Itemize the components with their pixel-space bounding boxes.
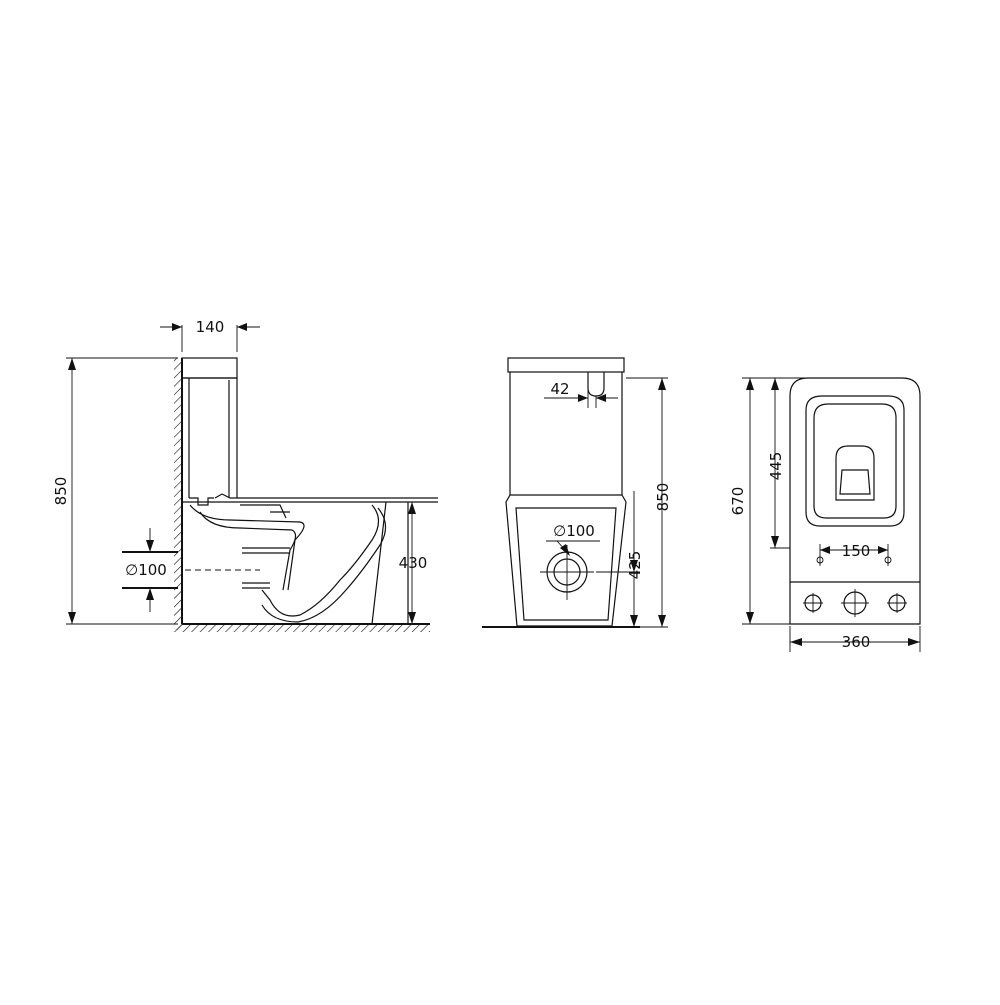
bowl-profile [182,497,438,625]
dim-front-height-label: 850 [654,483,672,512]
floor-hatch [174,624,430,632]
dim-tank-depth: 140 [160,318,260,352]
wall-hatch [174,358,182,630]
dim-seat-height: 430 [399,502,428,624]
cistern-profile [181,357,238,506]
dim-front-outlet: ∅100 [546,522,600,556]
top-outline [789,377,921,625]
dim-side-outlet: ∅100 [122,528,178,612]
dim-side-height: 850 [52,357,178,625]
dim-front-outlet-height: 425 [596,491,644,627]
dim-top-depth: 670 [729,377,808,625]
dim-hole-spacing: 150 [816,542,892,566]
dim-top-width: 360 [789,626,921,652]
dim-top-width-label: 360 [842,633,871,651]
dim-side-outlet-label: ∅100 [125,561,167,579]
front-pedestal [505,494,627,627]
top-view: 670 445 150 360 [729,377,921,652]
dim-button-offset-label: 42 [550,380,569,398]
flush-button-icon [587,372,605,397]
dim-tank-depth-label: 140 [196,318,225,336]
dim-bowl-depth-label: 445 [767,452,785,481]
front-view: 42 ∅100 850 425 [482,357,672,628]
dim-button-offset: 42 [544,380,618,408]
dim-seat-height-label: 430 [399,554,428,572]
side-view: 140 850 ∅100 430 [52,318,438,632]
dim-hole-spacing-label: 150 [842,542,871,560]
dim-front-height: 850 [626,377,672,628]
fixing-holes [803,589,907,617]
dim-front-outlet-label: ∅100 [553,522,595,540]
dim-top-depth-label: 670 [729,487,747,516]
dim-front-outlet-height-label: 425 [626,551,644,580]
dim-bowl-depth: 445 [767,378,790,549]
dim-side-height-label: 850 [52,477,70,506]
front-cistern [507,357,625,496]
